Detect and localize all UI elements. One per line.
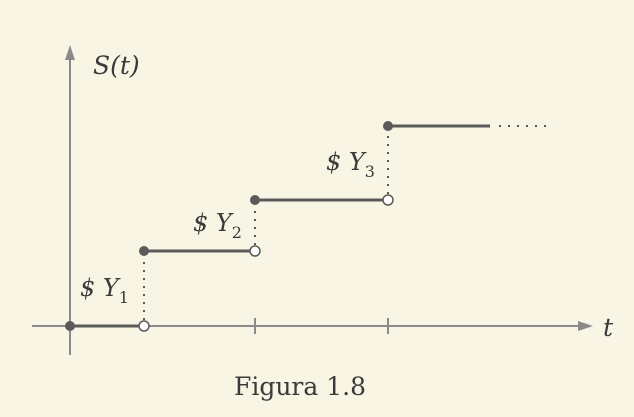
open-point-2 [249, 245, 261, 257]
jump-label-2: $ Y2 [193, 209, 242, 242]
y-axis-arrow [65, 45, 75, 60]
closed-point-0 [65, 321, 75, 331]
x-axis-label: t [603, 313, 614, 342]
open-point-1 [138, 320, 150, 332]
jump-label-1-sub: 1 [119, 288, 129, 307]
open-point-3 [382, 194, 394, 206]
jump-label-2-sub: 2 [232, 223, 242, 242]
jump-label-1: $ Y1 [80, 274, 129, 307]
closed-point-1 [139, 246, 149, 256]
jump-label-1-main: $ Y [80, 274, 121, 302]
x-axis-arrow [578, 321, 593, 331]
jump-label-2-main: $ Y [193, 209, 234, 237]
jump-label-3: $ Y3 [326, 148, 375, 181]
jump-label-3-sub: 3 [365, 162, 375, 181]
closed-point-3 [383, 121, 393, 131]
y-axis-label: S(t) [93, 51, 140, 80]
figure-caption: Figura 1.8 [234, 372, 366, 401]
closed-point-2 [250, 195, 260, 205]
jump-label-3-main: $ Y [326, 148, 367, 176]
